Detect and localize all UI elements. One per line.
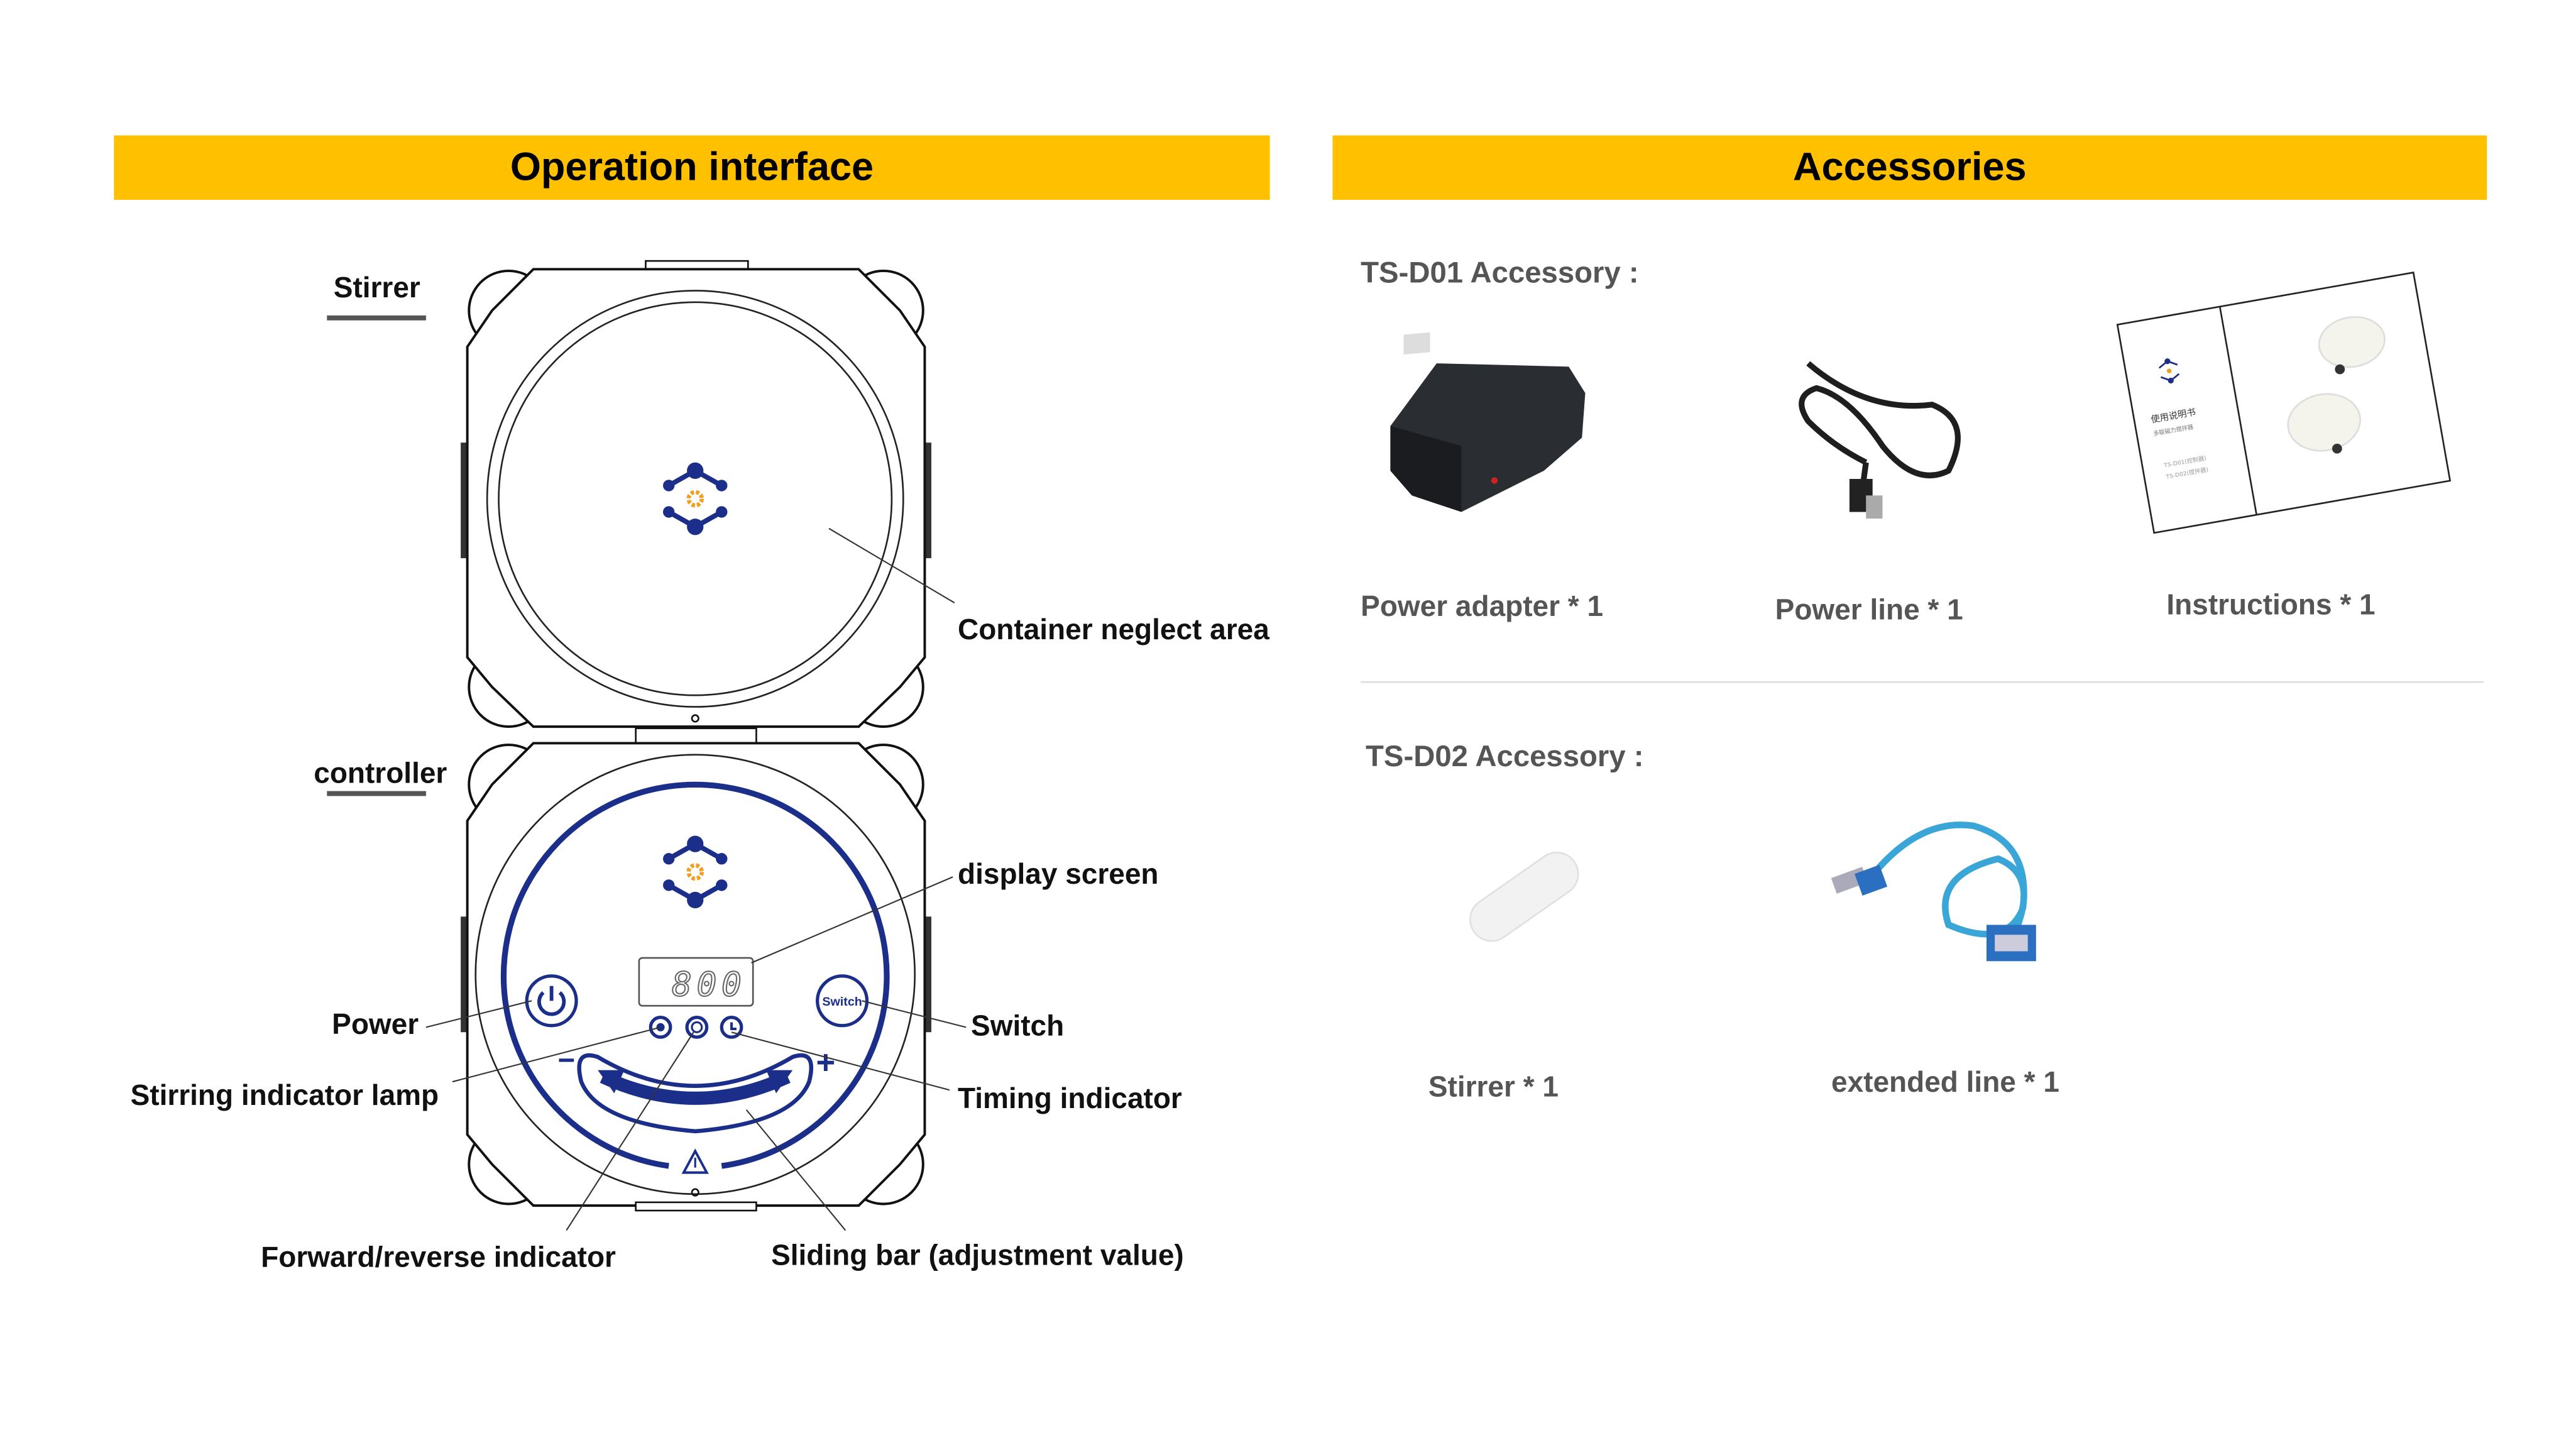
label-power: Power [332,1007,419,1041]
power-adapter-image [1390,332,1586,512]
label-forward-reverse: Forward/reverse indicator [261,1240,616,1273]
switch-button[interactable]: Switch [816,974,869,1028]
controller-unit: 800 Switch − + [461,742,931,1212]
accessories-header: Accessories [1332,135,2487,200]
operation-interface-header: Operation interface [114,135,1270,200]
label-sliding-bar: Sliding bar (adjustment value) [771,1238,1184,1272]
indicator-lamps [649,1015,743,1039]
underline [327,315,426,321]
power-icon [537,991,566,1016]
arrow-left-icon [598,1070,625,1094]
label-timing-indicator: Timing indicator [958,1082,1182,1115]
timer-icon [720,1015,743,1039]
minus-sign: − [557,1044,575,1077]
stirrer-unit [461,260,931,728]
warning-icon [681,1148,709,1174]
display-screen: 800 [638,957,754,1007]
usb-cable-image [1799,361,1961,519]
ts-d01-heading: TS-D01 Accessory : [1361,256,1639,289]
label-display-screen: display screen [958,857,1159,891]
label-stirring-lamp: Stirring indicator lamp [130,1078,439,1112]
arrow-right-icon [766,1070,793,1094]
label-container-area: Container neglect area [958,612,1269,646]
power-button[interactable] [525,974,578,1028]
accessory-label: Stirrer * 1 [1428,1070,1559,1104]
sliding-bar[interactable] [577,1053,814,1134]
stirring-indicator-icon [649,1015,672,1039]
usb-extension-cable-image [1831,821,2036,962]
label-stirrer: Stirrer [333,270,420,304]
header-title: Accessories [1792,144,2027,189]
stir-bar-image [1469,852,1579,942]
ts-d02-heading: TS-D02 Accessory : [1366,740,1644,773]
display-value: 800 [672,965,747,1004]
instruction-manual-image: 使用说明书 多联磁力搅拌器 TS-D01(控制器) TS-D02(搅拌器) [2116,272,2452,534]
accessory-label: Power adapter * 1 [1361,590,1604,623]
brand-logo-icon [662,835,728,909]
forward-reverse-icon [685,1015,709,1039]
switch-button-label: Switch [822,995,862,1009]
label-switch: Switch [971,1009,1065,1043]
accessory-label: Instructions * 1 [2166,588,2376,621]
accessory-label: extended line * 1 [1831,1065,2059,1099]
accessory-label: Power line * 1 [1775,593,1963,626]
header-title: Operation interface [510,144,874,189]
label-controller: controller [314,756,447,789]
plus-sign: + [816,1044,835,1081]
brand-logo-icon [662,462,728,536]
underline [327,791,426,796]
leader-lines [425,527,967,1231]
